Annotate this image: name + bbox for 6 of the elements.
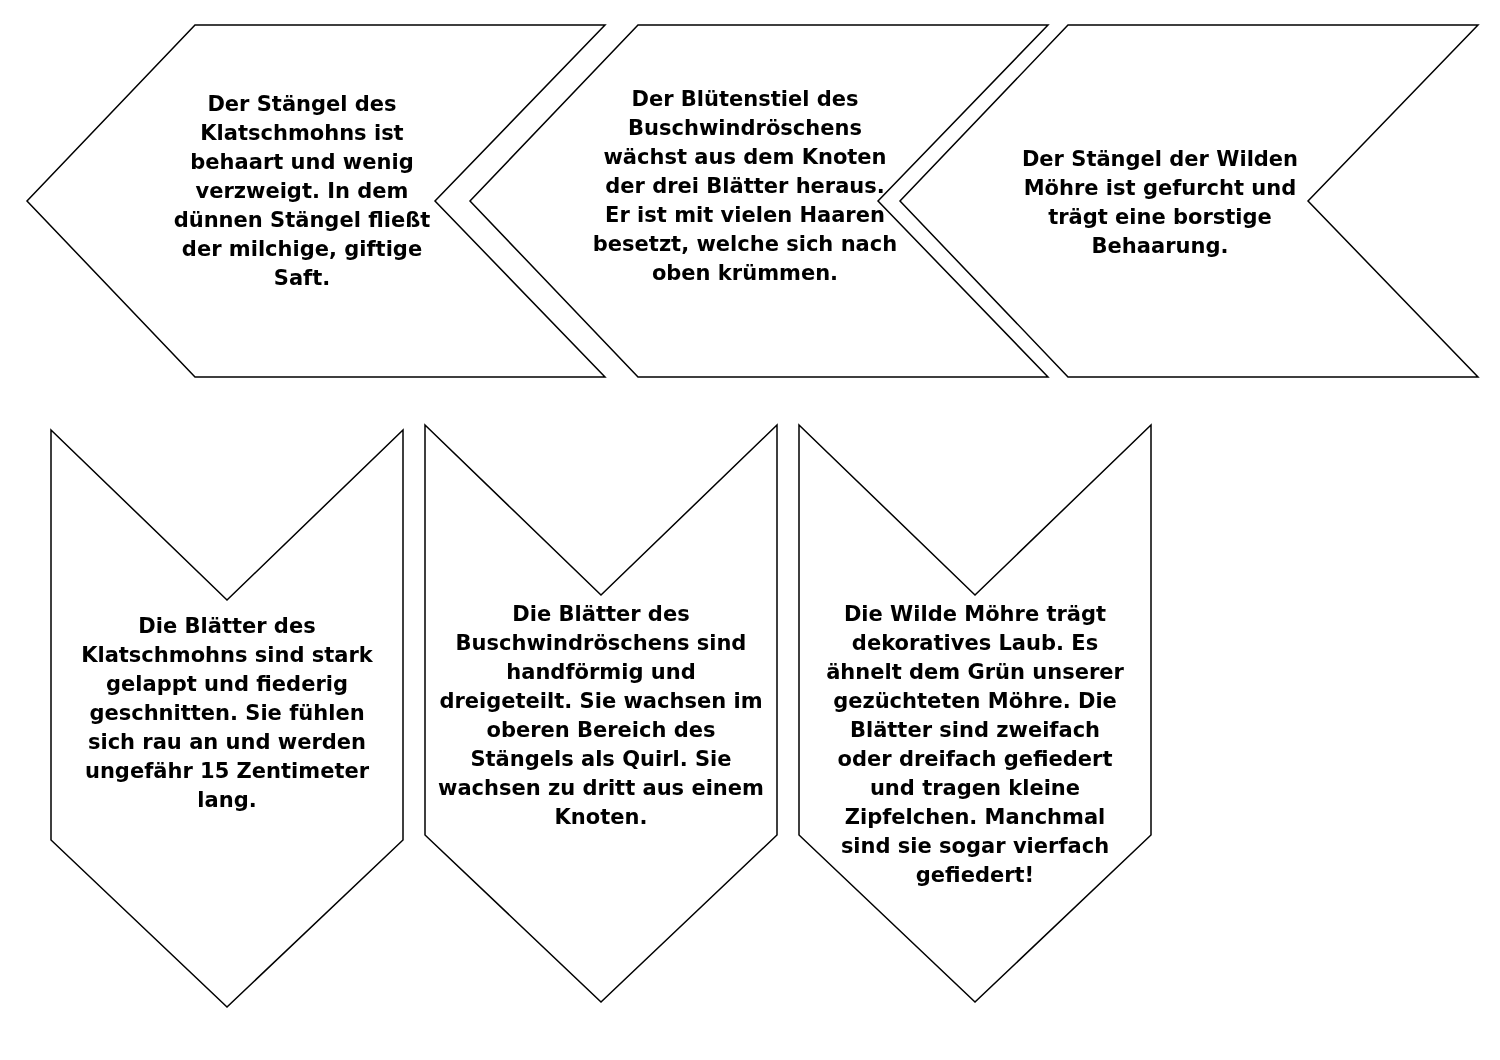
shape-text: Der Stängel der Wilden Möhre ist gefurcht und trägt eine borstige Behaarung. [1020,146,1300,260]
shape-text: Die Blätter des Klatschmohns sind stark gelappt und fiederig geschnitten. Sie fühlen sich rau an und werden ungefähr 15 Zentimeter lang. [80,613,374,814]
shape-text: Der Blütenstiel des Buschwindröschens wächst aus dem Knoten der drei Blätter heraus. Er ist mit vielen Haaren besetzt, welche sich nach oben krümmen. [591,86,899,287]
shape-text: Der Stängel des Klatschmohns ist behaart und wenig verzweigt. In dem dünnen Stängel fließt der milchige, giftige Saft. [172,91,432,292]
shape-text: Die Blätter des Buschwindröschens sind handförmig und dreigeteilt. Sie wachsen im oberen Bereich des Stängels als Quirl. Sie wachsen zu dritt aus einem Knoten. [437,601,765,831]
shape-text: Die Wilde Möhre trägt dekoratives Laub. Es ähnelt dem Grün unserer gezüchteten Möhre. Die Blätter sind zweifach oder dreifach gefiedert und tragen kleine Zipfelchen. Manchmal sind sie sogar vierfach gefiedert! [825,601,1125,889]
